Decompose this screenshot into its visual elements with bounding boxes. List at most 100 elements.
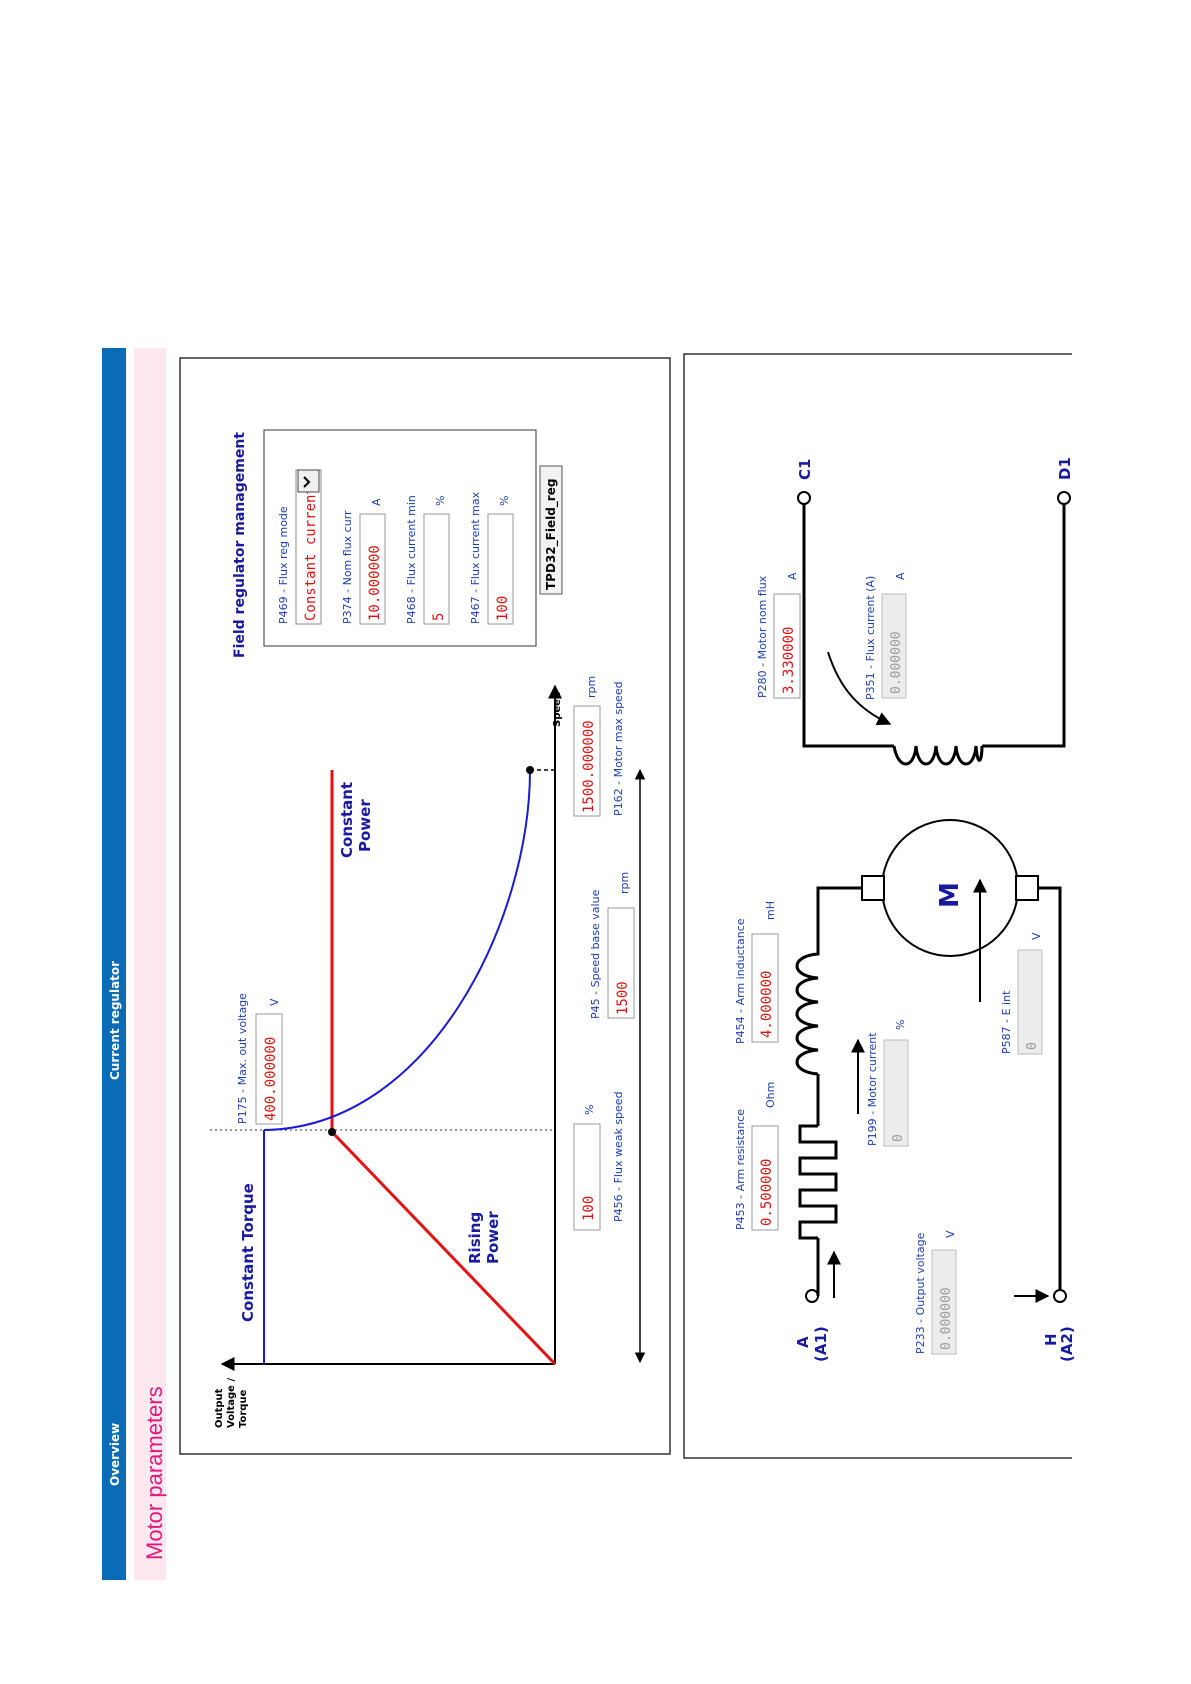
y-axis-label-line3: Torque [238, 1389, 249, 1428]
flux-current-max-label: P467 - Flux current max [469, 491, 482, 624]
terminal-h-label-1: H [1042, 1333, 1060, 1346]
motor-nom-flux-label: P280 - Motor nom flux [756, 575, 769, 698]
armature-wire-bottom [1038, 886, 1062, 1290]
field-inductor-symbol [892, 745, 984, 766]
field-weakening-curve [263, 769, 531, 1131]
nom-flux-curr-value: 10.000000 [367, 545, 383, 621]
motor-brush-top [861, 875, 885, 901]
max-out-voltage-value: 400.000000 [263, 1037, 279, 1121]
constant-power-label-1: Constant [338, 782, 356, 858]
flux-current-max-value: 100 [495, 596, 511, 621]
speed-base-value-value: 1500 [615, 981, 631, 1015]
terminal-a-label-1: A [794, 1336, 812, 1348]
flux-current-arrow [827, 651, 892, 726]
nom-flux-curr-unit: A [370, 498, 383, 506]
motor-max-speed-unit: rpm [585, 676, 598, 698]
rising-power-label-1: Rising [466, 1212, 484, 1264]
flux-reg-mode-label: P469 - Flux reg mode [277, 506, 290, 624]
flux-current-max-unit: % [498, 496, 511, 506]
tpd32-field-reg-button-label: TPD32_Field_reg [544, 479, 559, 590]
arm-resistance-unit: Ohm [764, 1082, 777, 1108]
terminal-a2 [1053, 1289, 1067, 1303]
flux-weak-speed-label: P456 - Flux weak speed [612, 1091, 625, 1222]
flux-current-min-label: P468 - Flux current min [405, 495, 418, 624]
output-voltage-input[interactable] [931, 1249, 957, 1355]
max-out-voltage-unit: V [268, 998, 281, 1006]
max-out-voltage-input[interactable] [255, 1013, 283, 1125]
flux-current-unit: A [894, 572, 907, 580]
speed-base-value-input[interactable] [607, 907, 635, 1019]
page-title: Motor parameters [142, 1386, 167, 1560]
title-band [134, 348, 166, 1580]
flux-current-label: P351 - Flux current (A) [864, 576, 877, 700]
motor-current-unit: % [894, 1020, 907, 1030]
arm-inductance-label: P454 - Arm inductance [734, 918, 747, 1044]
terminal-c1-label: C1 [796, 459, 814, 480]
flux-current-min-input[interactable] [423, 513, 450, 625]
arm-resistor-symbol [798, 1124, 838, 1240]
terminal-h-label-2: (A2) [1058, 1326, 1076, 1362]
e-int-input[interactable] [1017, 949, 1043, 1055]
nav-bar [102, 348, 126, 1580]
flux-current-min-unit: % [434, 496, 447, 506]
arm-inductance-input[interactable] [751, 933, 779, 1043]
flux-weak-speed-unit: % [583, 1105, 596, 1115]
flux-weak-speed-input[interactable] [573, 1123, 601, 1231]
motor-max-speed-label: P162 - Motor max speed [612, 681, 625, 816]
e-int-label: P587 - E int [1000, 990, 1013, 1054]
rising-power-line [330, 1130, 557, 1366]
motor-max-speed-input[interactable] [573, 705, 601, 817]
flux-current-min-value: 5 [431, 613, 447, 621]
speed-base-value-unit: rpm [618, 872, 631, 894]
field-wire [802, 504, 1066, 748]
output-voltage-label: P233 - Output voltage [914, 1232, 927, 1354]
arm-resistance-input[interactable] [751, 1125, 779, 1231]
arm-inductor-symbol [795, 950, 820, 1076]
rising-power-label-2: Power [484, 1211, 502, 1264]
x-axis-label: Speed [552, 692, 563, 727]
motor-current-input[interactable] [883, 1039, 909, 1147]
y-axis-label-line1: Output [214, 1388, 225, 1428]
terminal-d1 [1057, 491, 1071, 505]
nom-flux-curr-label: P374 - Nom flux curr [341, 510, 354, 624]
motor-current-label: P199 - Motor current [866, 1032, 879, 1146]
terminal-a-label-2: (A1) [812, 1326, 830, 1362]
e-int-unit: V [1030, 932, 1043, 940]
terminal-c1 [797, 491, 811, 505]
constant-torque-label: Constant Torque [239, 1183, 257, 1322]
flux-weak-speed-value: 100 [581, 1196, 597, 1221]
motor-current-value: 0 [891, 1134, 906, 1142]
constant-power-label-2: Power [356, 799, 374, 852]
max-out-voltage-label: P175 - Max. out voltage [236, 993, 249, 1124]
tpd32-field-reg-button[interactable] [539, 465, 563, 595]
arm-inductance-unit: mH [764, 901, 777, 920]
arm-inductance-value: 4.000000 [759, 971, 775, 1038]
e-int-value: 0 [1025, 1042, 1040, 1050]
flux-current-value: 0.000000 [889, 631, 904, 694]
nav-tab-overview[interactable]: Overview [108, 1423, 122, 1486]
base-speed-point [328, 1128, 336, 1136]
motor-label: M [935, 882, 965, 908]
terminal-d1-label: D1 [1056, 457, 1074, 480]
flux-reg-mode-select[interactable] [295, 469, 322, 625]
field-regulator-heading: Field regulator management [232, 432, 248, 658]
output-voltage-unit: V [944, 1230, 957, 1238]
arm-resistance-value: 0.500000 [759, 1159, 775, 1226]
arm-resistance-label: P453 - Arm resistance [734, 1109, 747, 1230]
nom-flux-curr-input[interactable] [359, 513, 386, 625]
motor-max-speed-value: 1500.000000 [581, 720, 597, 813]
terminal-a1 [805, 1289, 819, 1303]
flux-current-max-input[interactable] [487, 513, 514, 625]
motor-nom-flux-unit: A [786, 572, 799, 580]
y-axis-label-line2: Voltage / [226, 1378, 237, 1428]
motor-nom-flux-value: 3.330000 [781, 627, 797, 694]
speed-base-value-label: P45 - Speed base value [589, 889, 602, 1019]
motor-brush-bottom [1015, 875, 1039, 901]
flux-reg-mode-value: Constant current [303, 486, 319, 621]
flux-current-input[interactable] [881, 593, 907, 699]
motor-nom-flux-input[interactable] [773, 593, 801, 699]
nav-tab-current-regulator[interactable]: Current regulator [108, 961, 122, 1080]
output-voltage-value: 0.000000 [939, 1287, 954, 1350]
chevron-down-icon [303, 476, 311, 488]
